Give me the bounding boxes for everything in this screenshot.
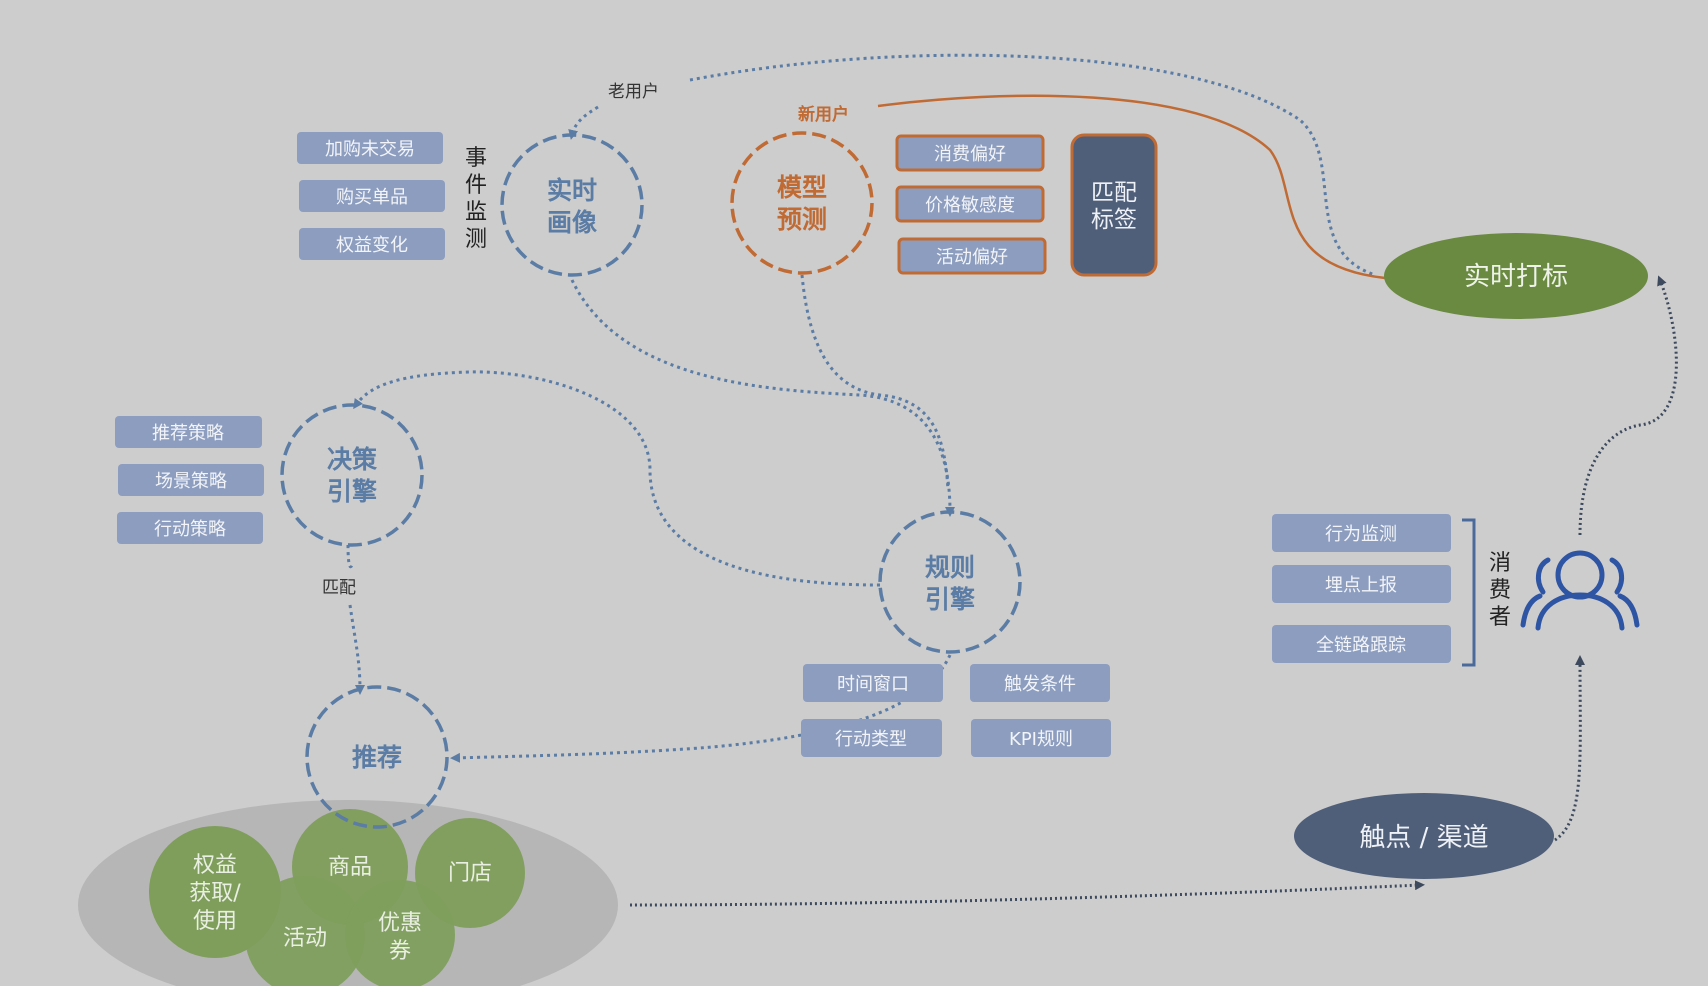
- tag-tracking-report: [1272, 565, 1451, 603]
- event-monitor-char-3: 监: [465, 200, 487, 225]
- recommend-to-touchpoint-arrow: [629, 880, 1425, 907]
- decision-engine-title-1: 决策: [327, 445, 378, 474]
- tag-price-sensitivity: [895, 185, 1045, 223]
- match-tag-line-1: 匹配: [1091, 180, 1137, 206]
- model-prediction-title-2: 预测: [777, 205, 827, 234]
- tag-benefit-change: [299, 228, 445, 260]
- match-tag-box: [1070, 133, 1158, 277]
- model-prediction-ring: [730, 131, 874, 275]
- tag-kpi-rule-label: KPI规则: [1009, 729, 1073, 750]
- event-monitor-char-4: 测: [465, 227, 487, 252]
- rule-to-decision-arrow: [353, 370, 881, 587]
- new-user-label: 新用户: [798, 104, 849, 125]
- bubble-benefit-line-3: 使用: [193, 909, 237, 934]
- tag-benefit-change-label: 权益变化: [336, 235, 408, 256]
- tag-consumption-preference: [895, 134, 1045, 172]
- tag-single-purchase: [299, 180, 445, 212]
- bubble-activity-label: 活动: [283, 926, 327, 951]
- tag-price-sensitivity-label: 价格敏感度: [925, 195, 1015, 216]
- tag-time-window-label: 时间窗口: [837, 674, 909, 695]
- tag-action-strategy-label: 行动策略: [154, 519, 226, 540]
- match-tag-line-2: 标签: [1091, 207, 1137, 233]
- realtime-profile-title-2: 画像: [547, 208, 597, 237]
- consumer-char-3: 者: [1489, 605, 1511, 630]
- tag-time-window: [803, 664, 943, 702]
- tag-scene-strategy: [118, 464, 264, 496]
- tag-add-to-cart-label: 加购未交易: [325, 139, 415, 160]
- old-user-label: 老用户: [608, 82, 659, 102]
- bubble-coupon: [345, 880, 455, 986]
- event-monitor-char-2: 件: [465, 173, 487, 198]
- users-icon: [1520, 550, 1640, 631]
- tag-kpi-rule: [971, 719, 1111, 757]
- realtime-tagging-group: 实时打标: [1384, 233, 1648, 319]
- touchpoint-ellipse: [1294, 793, 1554, 879]
- tag-full-link-tracking: [1272, 625, 1451, 663]
- touchpoint-to-consumer-arrow: [1554, 655, 1586, 842]
- tag-activity-preference-label: 活动偏好: [936, 247, 1008, 268]
- realtime-tagging-label: 实时打标: [1464, 262, 1568, 292]
- new-user-line: [877, 94, 1386, 280]
- consumer-char-1: 消: [1489, 551, 1511, 576]
- decision-engine-title-2: 引擎: [327, 477, 377, 506]
- model-prediction-group: 模型 预测 消费偏好 价格敏感度 活动偏好 匹配 标签: [730, 131, 1158, 277]
- tag-full-link-tracking-label: 全链路跟踪: [1316, 635, 1406, 656]
- bubble-coupon-line-1: 优惠: [378, 911, 422, 936]
- tag-action-type: [801, 719, 942, 757]
- bubble-activity: [245, 876, 365, 986]
- bubble-benefit-line-2: 获取/: [189, 881, 241, 906]
- realtime-tagging-ellipse: [1384, 233, 1648, 319]
- tag-single-purchase-label: 购买单品: [336, 187, 408, 208]
- consumer-bracket: [1462, 518, 1476, 667]
- consumer-to-tagging-arrow: [1578, 275, 1678, 536]
- rule-engine-group: 规则 引擎 时间窗口 触发条件 行动类型 KPI规则: [801, 510, 1111, 757]
- tag-trigger-condition: [970, 664, 1110, 702]
- tag-consumption-preference-label: 消费偏好: [934, 144, 1006, 165]
- recommend-group: 权益 获取/ 使用 商品 门店 活动 优惠 券 推荐: [78, 685, 618, 986]
- realtime-profile-group: 加购未交易 购买单品 权益变化 事 件 监 测 实时 画像: [297, 132, 644, 277]
- recommend-title: 推荐: [352, 743, 402, 772]
- tag-action-strategy: [117, 512, 263, 544]
- tag-action-type-label: 行动类型: [835, 729, 907, 750]
- tag-activity-preference: [897, 237, 1047, 275]
- bubble-product-label: 商品: [328, 855, 372, 880]
- tag-trigger-condition-label: 触发条件: [1004, 674, 1076, 695]
- decision-engine-ring: [280, 403, 424, 547]
- touchpoint-group: 触点 / 渠道: [1294, 793, 1554, 879]
- decision-to-recommend-arrow: [346, 544, 360, 690]
- rule-engine-title-2: 引擎: [925, 585, 975, 614]
- tag-behavior-monitor: [1272, 514, 1451, 552]
- touchpoint-label: 触点 / 渠道: [1359, 823, 1488, 853]
- profile-to-rule-arrow: [570, 279, 955, 517]
- bubble-coupon-line-2: 券: [389, 939, 411, 964]
- realtime-profile-ring: [500, 133, 644, 277]
- bubble-store-label: 门店: [448, 861, 492, 886]
- old-user-arrow-head: [568, 105, 599, 140]
- tag-add-to-cart: [297, 132, 443, 164]
- model-prediction-title-1: 模型: [777, 173, 827, 202]
- bubble-benefit-line-1: 权益: [193, 853, 237, 878]
- connectors: [346, 53, 1678, 907]
- tag-behavior-monitor-label: 行为监测: [1325, 524, 1397, 545]
- event-monitor-char-1: 事: [465, 146, 487, 171]
- tag-scene-strategy-label: 场景策略: [155, 471, 227, 492]
- recommend-ring: [305, 685, 449, 829]
- decision-engine-group: 推荐策略 场景策略 行动策略 决策 引擎: [115, 403, 424, 547]
- tag-recommend-strategy: [115, 416, 262, 448]
- match-label: 匹配: [322, 578, 356, 598]
- realtime-profile-title-1: 实时: [547, 176, 597, 205]
- consumer-char-2: 费: [1489, 578, 1511, 603]
- model-to-rule-line: [800, 274, 950, 491]
- tag-recommend-strategy-label: 推荐策略: [152, 423, 224, 444]
- rule-engine-ring: [878, 510, 1022, 654]
- tag-tracking-report-label: 埋点上报: [1325, 575, 1397, 596]
- rule-engine-title-1: 规则: [925, 553, 975, 582]
- consumer-group: 行为监测 埋点上报 全链路跟踪 消 费 者: [1272, 514, 1640, 667]
